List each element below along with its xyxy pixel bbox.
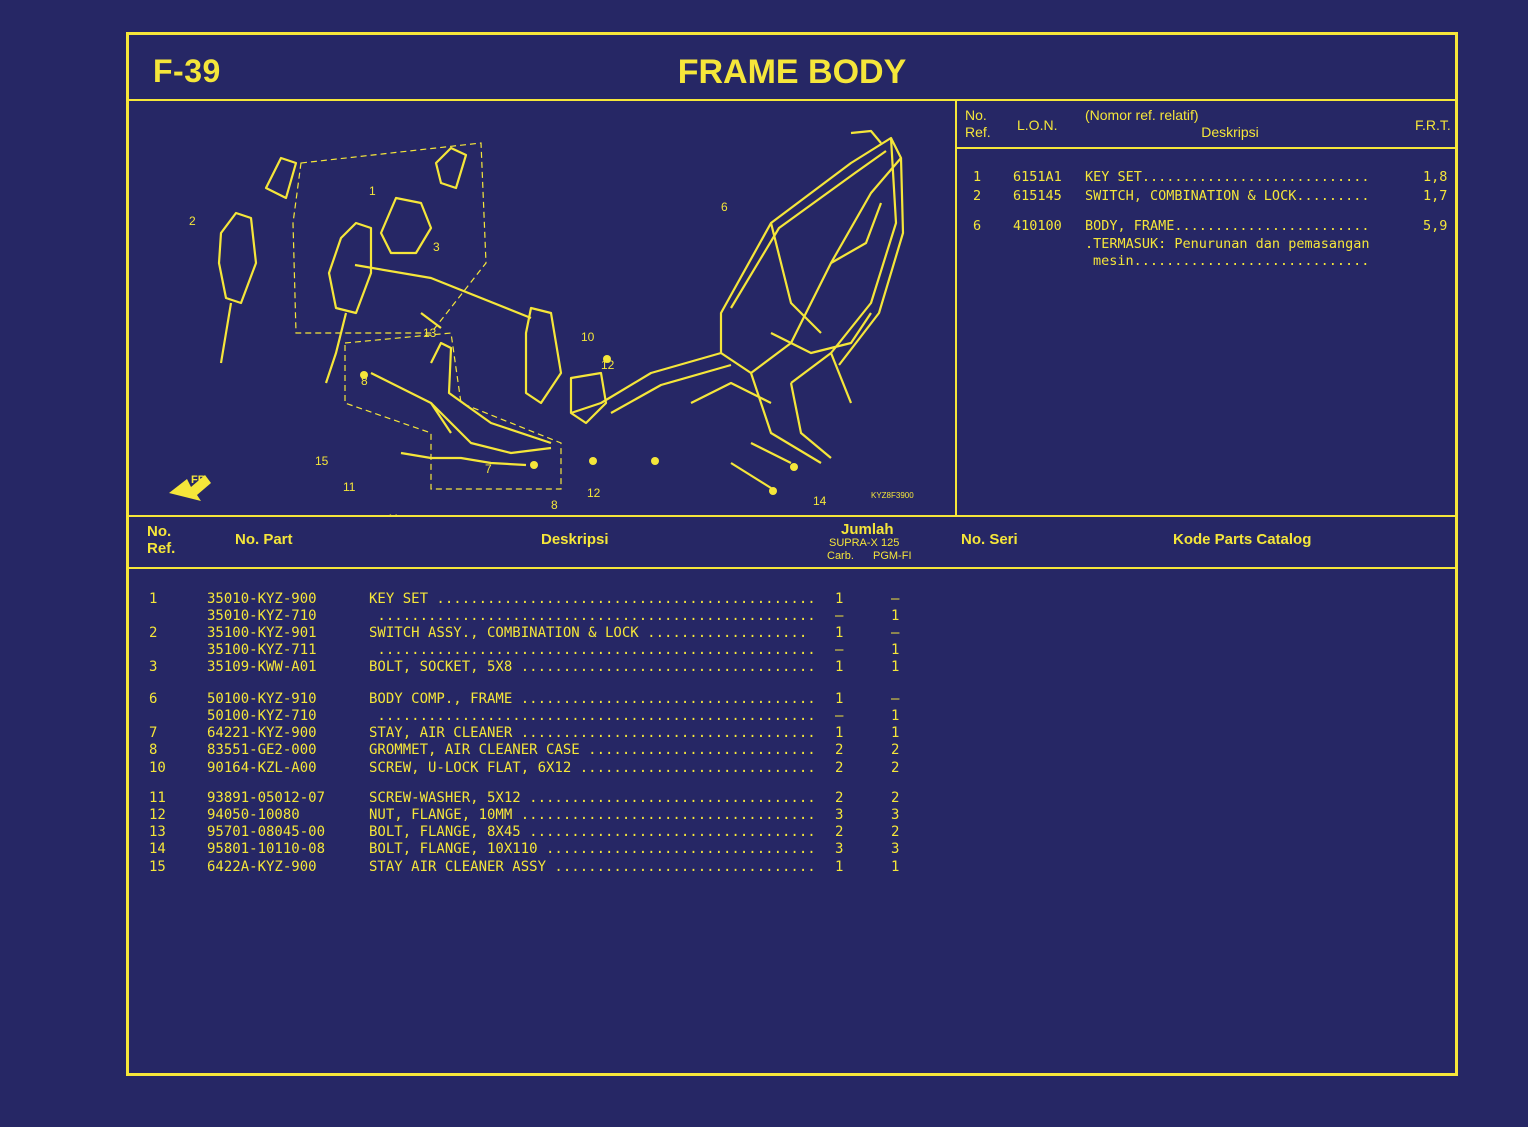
combination-switch-drawing <box>217 146 468 384</box>
labor-header-frt: F.R.T. <box>1415 117 1451 133</box>
diagram-divider <box>955 101 957 517</box>
callout: 13 <box>423 326 437 340</box>
page-title: FRAME BODY <box>677 53 907 91</box>
table-row: 50100-KYZ-710 ..........................… <box>207 708 900 724</box>
stay-assy-boundary <box>344 332 562 490</box>
parts-catalog-sheet: F-39 FRAME BODY <box>126 32 1458 1076</box>
callout: 7 <box>485 462 492 476</box>
callout: 15 <box>315 454 329 468</box>
col-header-model: SUPRA-X 125 <box>829 537 900 549</box>
air-cleaner-stay-drawing <box>370 306 608 467</box>
col-header-pgm: PGM-FI <box>873 550 912 562</box>
labor-header-desc: (Nomor ref. relatif) Deskripsi <box>1085 107 1259 140</box>
col-header-qty: Jumlah <box>841 521 894 538</box>
bolt-14-lower-drawing <box>730 462 772 489</box>
callout: 11 <box>387 512 400 515</box>
callout: 10 <box>581 330 595 344</box>
col-header-ref: No. Ref. <box>147 523 176 557</box>
table-row: 35100-KYZ-711 ..........................… <box>207 642 900 658</box>
callout: 8 <box>551 498 558 512</box>
table-row: 35010-KYZ-710 ..........................… <box>207 608 900 624</box>
switch-assy-boundary <box>292 142 487 334</box>
parts-header-divider <box>129 567 1455 569</box>
diagram-code: KYZ8F3900 <box>871 491 914 500</box>
bolt-14-upper-drawing <box>750 442 792 464</box>
diagram-bottom-divider <box>129 515 1455 517</box>
callout: 12 <box>587 486 601 500</box>
col-header-catalog: Kode Parts Catalog <box>1173 531 1312 548</box>
figure-code: F-39 <box>153 53 221 89</box>
callout: 12 <box>647 514 661 515</box>
callout: 11 <box>343 480 356 494</box>
labor-header-lon: L.O.N. <box>1017 117 1058 133</box>
frame-body-drawing <box>570 129 905 464</box>
callout: 12 <box>601 358 615 372</box>
callout: 2 <box>189 214 196 228</box>
callout: 6 <box>721 200 728 214</box>
callout: 3 <box>433 240 440 254</box>
front-direction-arrow-icon <box>169 475 211 501</box>
callout: 14 <box>813 494 827 508</box>
callout: 1 <box>369 184 376 198</box>
exploded-parts-diagram: 1 2 3 6 7 8 8 10 11 11 12 12 12 13 14 14… <box>169 129 914 515</box>
col-header-desc: Deskripsi <box>541 531 609 548</box>
bolt-13-drawing <box>420 312 442 329</box>
header-divider <box>129 99 1455 101</box>
direction-label: FR. <box>191 474 209 486</box>
labor-header-divider <box>957 147 1455 149</box>
col-header-carb: Carb. <box>827 550 854 562</box>
col-header-part: No. Part <box>235 531 293 548</box>
callout: 8 <box>361 374 368 388</box>
labor-header-ref: No. Ref. <box>965 107 991 140</box>
col-header-serial: No. Seri <box>961 531 1018 548</box>
